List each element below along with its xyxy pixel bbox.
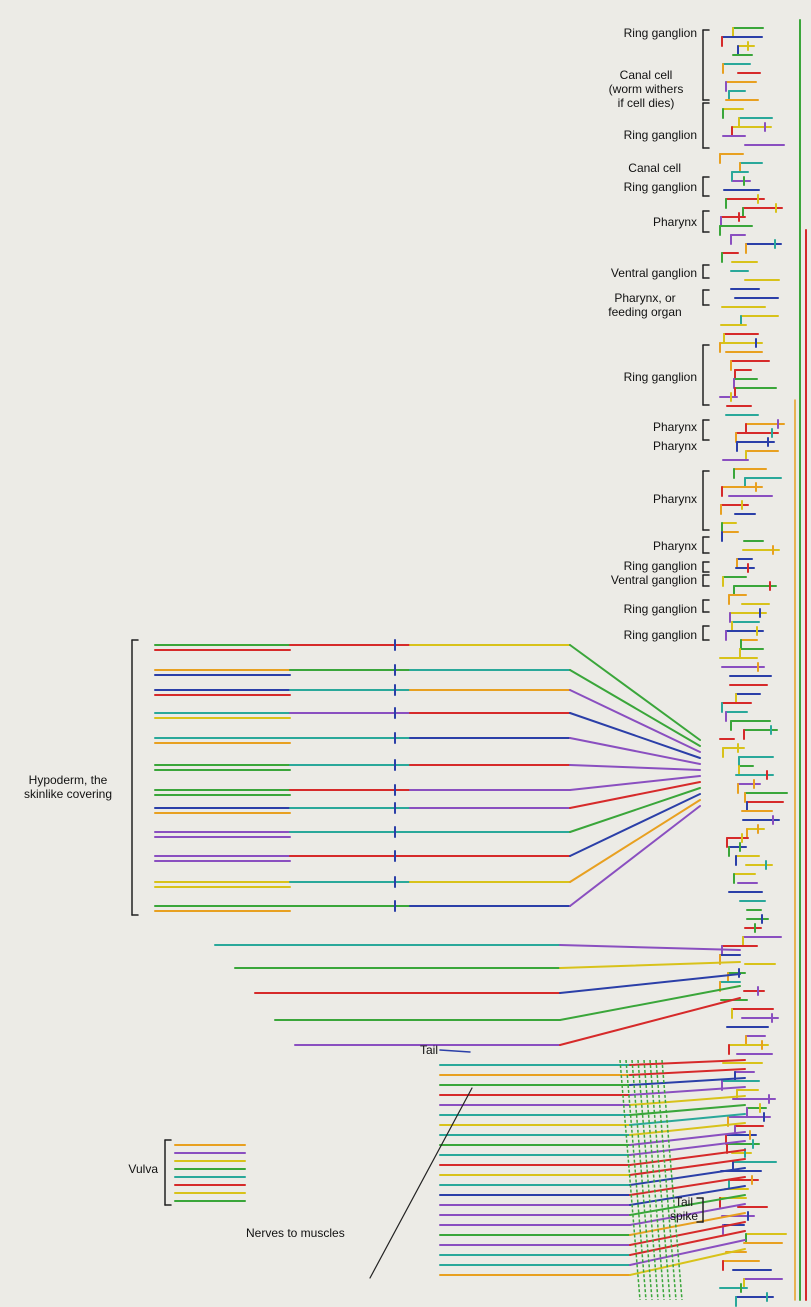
label-ring-ganglion-2: Ring ganglion: [623, 128, 697, 142]
lineage-branch: [559, 961, 741, 969]
lineage-branch: [629, 1104, 746, 1116]
label-pharynx-4: Pharynx: [652, 492, 697, 506]
label-ring-ganglion-7: Ring ganglion: [623, 628, 697, 642]
muscle-lineage-bundle: [649, 1059, 671, 1301]
hypoderm-lineage: [569, 669, 701, 747]
lineage-branch: [629, 1068, 746, 1076]
hypoderm-lineage: [569, 805, 701, 907]
lineage-branch: [629, 1212, 746, 1236]
hypoderm-lineage: [569, 712, 701, 759]
tail-pointer: [439, 1049, 471, 1053]
lineage-branch: [629, 1095, 746, 1106]
label-nerves-to-muscles: Nerves to muscles: [246, 1226, 345, 1240]
hypoderm-lineage: [569, 737, 701, 765]
lineage-branch: [559, 997, 741, 1046]
lineage-branch: [559, 973, 741, 994]
lineage-branch: [629, 1113, 746, 1126]
label-ring-ganglion-3: Ring ganglion: [623, 180, 697, 194]
muscle-lineage-bundle: [655, 1059, 677, 1301]
label-pharynx-feeding-organ: Pharynx, or feeding organ: [608, 291, 682, 319]
lineage-branch: [629, 1131, 746, 1146]
hypoderm-lineage: [569, 644, 701, 741]
lineage-branch: [629, 1203, 746, 1226]
lineage-branch: [629, 1140, 746, 1156]
label-hypoderm: Hypoderm, the skinlike covering: [23, 773, 113, 801]
label-pharynx-1: Pharynx: [652, 215, 697, 229]
label-ring-ganglion-4: Ring ganglion: [623, 370, 697, 384]
label-tail-spike: Tail spike: [669, 1195, 699, 1223]
label-pharynx-3: Pharynx: [652, 439, 697, 453]
lineage-branch: [629, 1167, 746, 1186]
lineage-branch: [629, 1158, 746, 1176]
label-canal-cell-2: Canal cell: [628, 161, 681, 175]
label-pharynx-2: Pharynx: [652, 420, 697, 434]
hypoderm-lineage: [569, 775, 701, 791]
hypoderm-lineage: [569, 799, 701, 883]
nerves-pointer: [369, 1087, 473, 1279]
lineage-branch: [559, 944, 741, 951]
muscle-lineage-bundle: [661, 1059, 683, 1301]
label-canal-cell-1: Canal cell (worm withers if cell dies): [608, 68, 684, 110]
lineage-branch: [559, 985, 741, 1021]
lineage-branch: [629, 1230, 746, 1256]
muscle-lineage-bundle: [637, 1059, 659, 1301]
label-pharynx-5: Pharynx: [652, 539, 697, 553]
label-ring-ganglion-1: Ring ganglion: [623, 26, 697, 40]
hypoderm-lineage: [569, 793, 701, 857]
muscle-lineage-bundle: [625, 1059, 647, 1301]
muscle-lineage-bundle: [643, 1059, 665, 1301]
lineage-branch: [629, 1086, 746, 1096]
label-ring-ganglion-6: Ring ganglion: [623, 602, 697, 616]
lineage-branch: [629, 1077, 746, 1086]
label-ventral-ganglion-2: Ventral ganglion: [610, 573, 697, 587]
lineage-branch: [629, 1122, 746, 1136]
label-ventral-ganglion-1: Ventral ganglion: [610, 266, 697, 280]
muscle-lineage-bundle: [631, 1059, 653, 1301]
hypoderm-lineage: [569, 689, 701, 753]
hypoderm-lineage: [569, 781, 701, 809]
hypoderm-lineage: [569, 787, 701, 833]
lineage-branch: [629, 1221, 746, 1246]
label-vulva: Vulva: [128, 1162, 158, 1176]
label-ring-ganglion-5: Ring ganglion: [623, 559, 697, 573]
muscle-lineage-bundle: [619, 1059, 641, 1301]
lineage-branch: [629, 1149, 746, 1166]
label-tail: Tail: [419, 1043, 438, 1057]
lineage-branch: [629, 1059, 746, 1066]
hypoderm-lineage: [569, 764, 701, 771]
lineage-branch: [629, 1194, 746, 1216]
